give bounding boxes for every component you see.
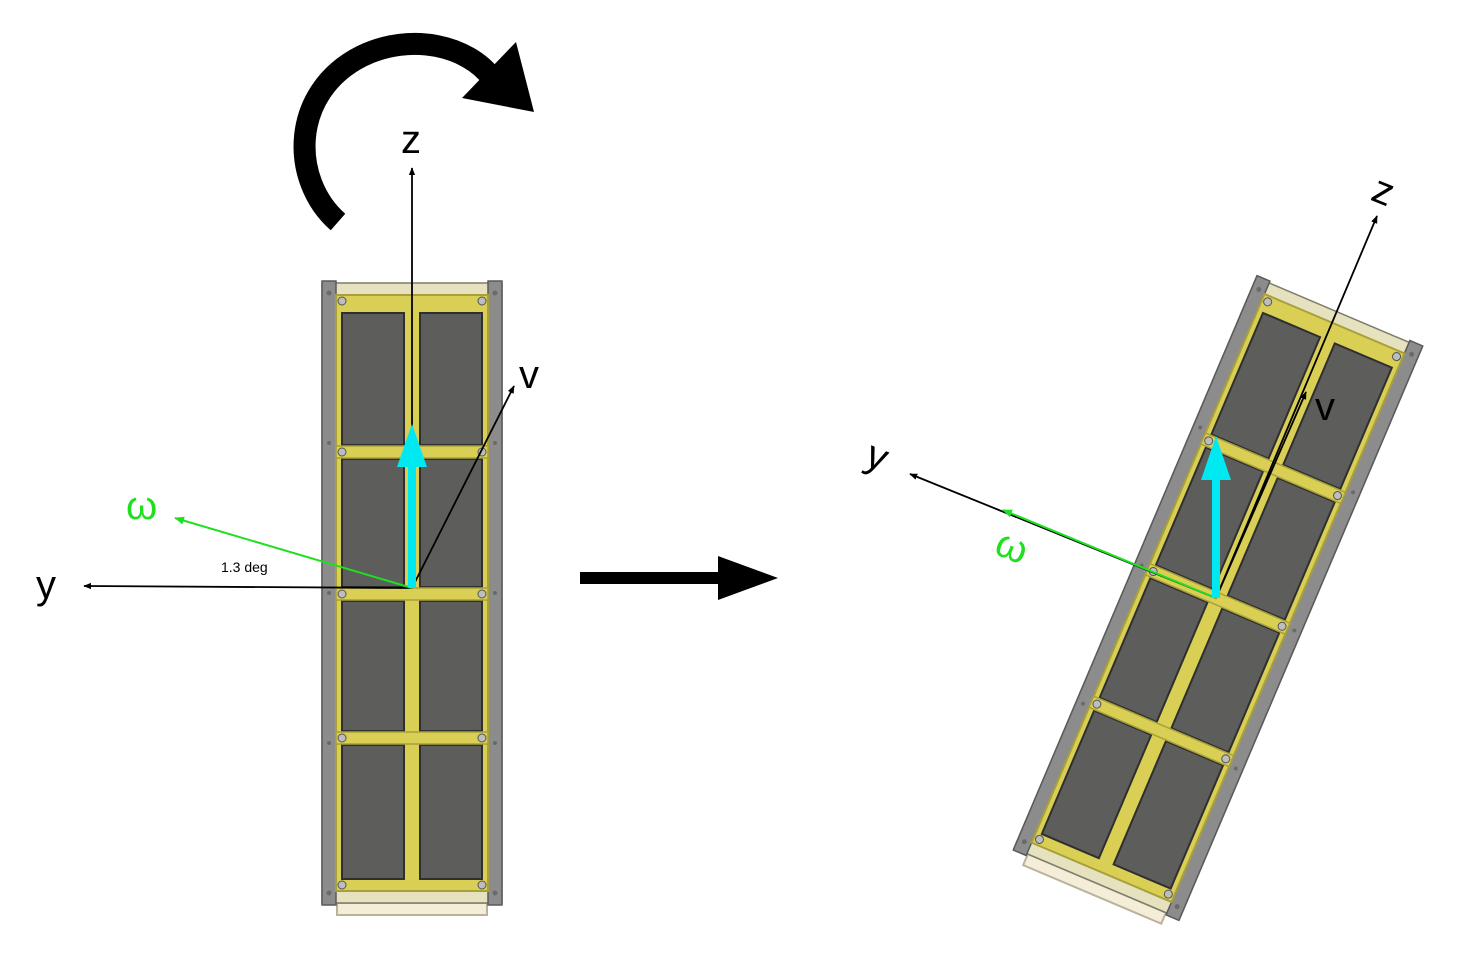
right-omega-vector xyxy=(1002,509,1217,599)
right-v-vector xyxy=(1215,391,1307,599)
left-z-label: z xyxy=(401,118,421,162)
curved-rotation-arrow-icon xyxy=(293,33,534,231)
right-z-axis xyxy=(1215,215,1378,599)
left-y-axis xyxy=(83,582,413,590)
right-v-label: v xyxy=(1315,385,1335,429)
left-y-label: y xyxy=(36,563,56,607)
right-omega-label: ω xyxy=(989,521,1034,573)
left-v-label: v xyxy=(519,353,539,397)
left-cyan-arrow xyxy=(397,424,427,588)
right-arrow-icon xyxy=(580,556,778,600)
right-cyan-arrow xyxy=(1201,436,1231,598)
angle-label: 1.3 deg xyxy=(221,559,268,575)
left-axes: z v y ω 1.3 deg xyxy=(36,118,539,607)
left-v-vector xyxy=(411,385,515,589)
cubesat-body-rotated xyxy=(1008,274,1424,931)
right-z-label: z xyxy=(1366,167,1401,215)
right-y-label: y xyxy=(860,432,895,480)
left-omega-vector xyxy=(174,516,413,589)
left-omega-label: ω xyxy=(126,484,157,528)
